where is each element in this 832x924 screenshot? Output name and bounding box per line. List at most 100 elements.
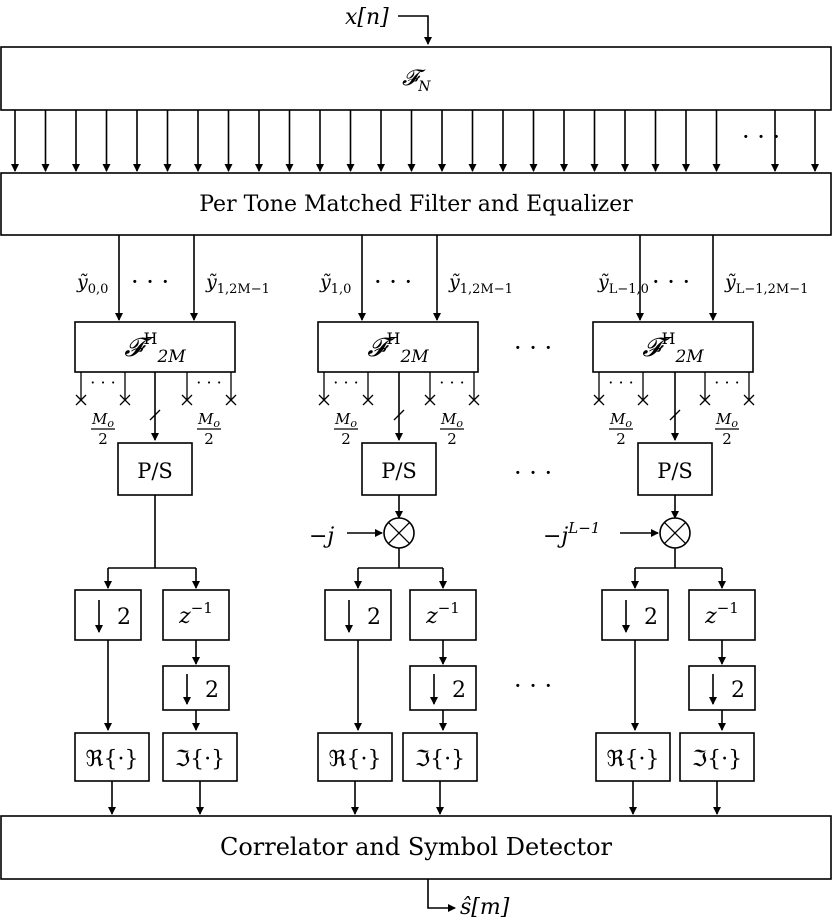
idft-ellipsis: · · ·	[514, 334, 552, 362]
downsample-block	[324, 589, 392, 641]
ps-label: P/S	[381, 459, 417, 483]
downsample-label: 2	[452, 678, 466, 703]
idft-block	[74, 321, 236, 373]
ps-ellipsis: · · ·	[514, 459, 552, 487]
delay-label: z−1	[425, 599, 460, 629]
fraction-denominator: 2	[204, 430, 214, 448]
ps-block	[361, 442, 437, 496]
downsample-label: 2	[644, 605, 658, 630]
ps-block	[117, 442, 193, 496]
fraction-denominator: 2	[722, 430, 732, 448]
imag-part-label: ℑ{·}	[175, 747, 225, 772]
downsample-block	[74, 589, 142, 641]
tap-ellipsis: · · ·	[333, 373, 358, 392]
multiplier-label: −j	[309, 524, 334, 549]
discard-mark	[593, 394, 605, 406]
real-part-label: ℜ{·}	[329, 747, 382, 772]
discard-mark	[699, 394, 711, 406]
real-part-block	[317, 732, 393, 782]
imag-part-block	[679, 732, 755, 782]
idft-block	[592, 321, 754, 373]
downsample-block-2	[688, 665, 756, 711]
imag-part-label: ℑ{·}	[415, 747, 465, 772]
fraction-numerator: Mo	[440, 410, 463, 430]
output-label: ŝ[m]	[460, 895, 510, 920]
bus-slash	[669, 409, 681, 421]
fraction-numerator: Mo	[334, 410, 357, 430]
downsample-block-2	[409, 665, 477, 711]
tap-ellipsis: · · ·	[714, 373, 739, 392]
y-ellipsis: · · ·	[374, 268, 412, 296]
ps-label: P/S	[137, 459, 173, 483]
delay-label: z−1	[704, 599, 739, 629]
real-part-label: ℜ{·}	[86, 747, 139, 772]
fraction-numerator: Mo	[197, 410, 220, 430]
ps-label: P/S	[657, 459, 693, 483]
downsample-block	[601, 589, 669, 641]
y-last-label: ỹ1,2M−1	[448, 271, 513, 297]
y-last-label: ỹL−1,2M−1	[724, 271, 808, 297]
fft-block	[0, 46, 832, 111]
tap-ellipsis: · · ·	[439, 373, 464, 392]
ps-block	[637, 442, 713, 496]
discard-mark	[468, 394, 480, 406]
bus-slash	[149, 409, 161, 421]
y-last-label: ỹ1,2M−1	[205, 271, 270, 297]
downsample-label: 2	[117, 605, 131, 630]
y-first-label: ỹ1,0	[319, 271, 351, 297]
discard-mark	[225, 394, 237, 406]
y-ellipsis: · · ·	[652, 268, 690, 296]
down-ellipsis: · · ·	[514, 672, 552, 700]
tap-ellipsis: · · ·	[90, 373, 115, 392]
discard-mark	[119, 394, 131, 406]
discard-mark	[181, 394, 193, 406]
delay-label: z−1	[178, 599, 213, 629]
output-arrow	[427, 879, 456, 912]
fraction-numerator: Mo	[715, 410, 738, 430]
imag-part-label: ℑ{·}	[692, 747, 742, 772]
fraction-numerator: Mo	[609, 410, 632, 430]
multiplier-label: −jL−1	[543, 519, 600, 549]
fraction-denominator: 2	[616, 430, 626, 448]
fraction-denominator: 2	[341, 430, 351, 448]
discard-mark	[362, 394, 374, 406]
real-part-block	[595, 732, 671, 782]
y-first-label: ỹL−1,0	[597, 271, 649, 297]
tap-ellipsis: · · ·	[608, 373, 633, 392]
discard-mark	[318, 394, 330, 406]
fraction-numerator: Mo	[91, 410, 114, 430]
fft-output-arrows	[11, 110, 819, 172]
multiplier-icon	[387, 521, 411, 545]
downsample-label: 2	[367, 605, 381, 630]
downsample-block-2	[162, 665, 230, 711]
y-ellipsis: · · ·	[131, 268, 169, 296]
real-part-label: ℜ{·}	[607, 747, 660, 772]
discard-mark	[637, 394, 649, 406]
equalizer-label: Per Tone Matched Filter and Equalizer	[199, 192, 633, 217]
downsample-label: 2	[205, 678, 219, 703]
real-part-block	[74, 732, 150, 782]
discard-mark	[424, 394, 436, 406]
idft-block	[317, 321, 479, 373]
imag-part-block	[162, 732, 238, 782]
bus-slash	[393, 409, 405, 421]
detector-block	[0, 815, 832, 880]
input-label: x[n]	[345, 5, 389, 30]
tap-ellipsis: · · ·	[196, 373, 221, 392]
fraction-denominator: 2	[447, 430, 457, 448]
detector-label: Correlator and Symbol Detector	[220, 833, 613, 861]
discard-mark	[75, 394, 87, 406]
downsample-label: 2	[731, 678, 745, 703]
equalizer-block	[0, 172, 832, 236]
fraction-denominator: 2	[98, 430, 108, 448]
delay-block	[162, 589, 230, 641]
multiplier-icon	[663, 521, 687, 545]
fft-output-ellipsis: · · ·	[742, 123, 780, 151]
input-arrow	[398, 15, 432, 45]
y-first-label: ỹ0,0	[76, 271, 108, 297]
discard-mark	[743, 394, 755, 406]
